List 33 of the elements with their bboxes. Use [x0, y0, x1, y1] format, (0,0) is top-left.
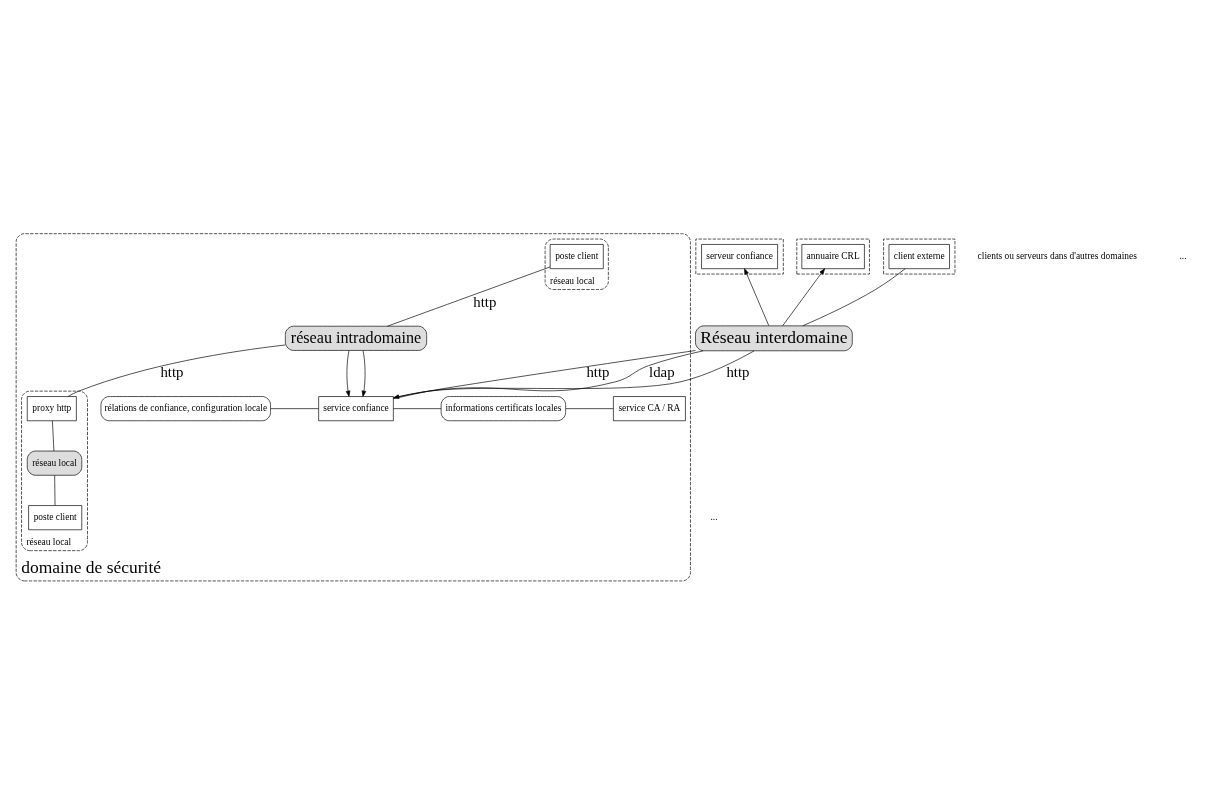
- edge-label: http: [586, 364, 610, 381]
- node-box: réseau local: [26, 450, 83, 476]
- node-box: annuaire CRL: [801, 244, 865, 269]
- node-box: informations certificats locales: [440, 396, 566, 422]
- edge-label: http: [160, 364, 184, 381]
- arrow: [744, 268, 770, 326]
- node-box: Réseau interdomaine: [695, 325, 853, 352]
- connector: [802, 268, 906, 327]
- edge-label: ldap: [649, 364, 675, 381]
- node-box: rélations de confiance, configuration locale: [100, 396, 271, 422]
- arrow: [782, 268, 825, 326]
- node-box: service confiance: [318, 396, 394, 422]
- edge-label: http: [473, 293, 497, 310]
- node-box: proxy http: [26, 396, 77, 422]
- connector: [54, 475, 56, 506]
- arrow: [361, 350, 367, 397]
- connector: [393, 408, 442, 409]
- label: ...: [1179, 251, 1187, 262]
- label: ...: [710, 512, 718, 523]
- connector: [52, 420, 55, 452]
- edge-label: http: [726, 364, 750, 381]
- label: clients ou serveurs dans d'autres domaines: [977, 251, 1137, 262]
- node-box: serveur confiance: [701, 244, 778, 269]
- connector: [387, 266, 551, 327]
- node-box: service CA / RA: [613, 396, 686, 422]
- node-box: poste client: [28, 505, 83, 531]
- node-box: réseau intradomaine: [285, 325, 427, 351]
- cluster: [883, 238, 956, 275]
- arrow: [345, 350, 351, 397]
- node-box: poste client: [549, 244, 604, 269]
- connector: [270, 408, 319, 409]
- node-box: client externe: [888, 244, 950, 269]
- connector: [67, 344, 286, 397]
